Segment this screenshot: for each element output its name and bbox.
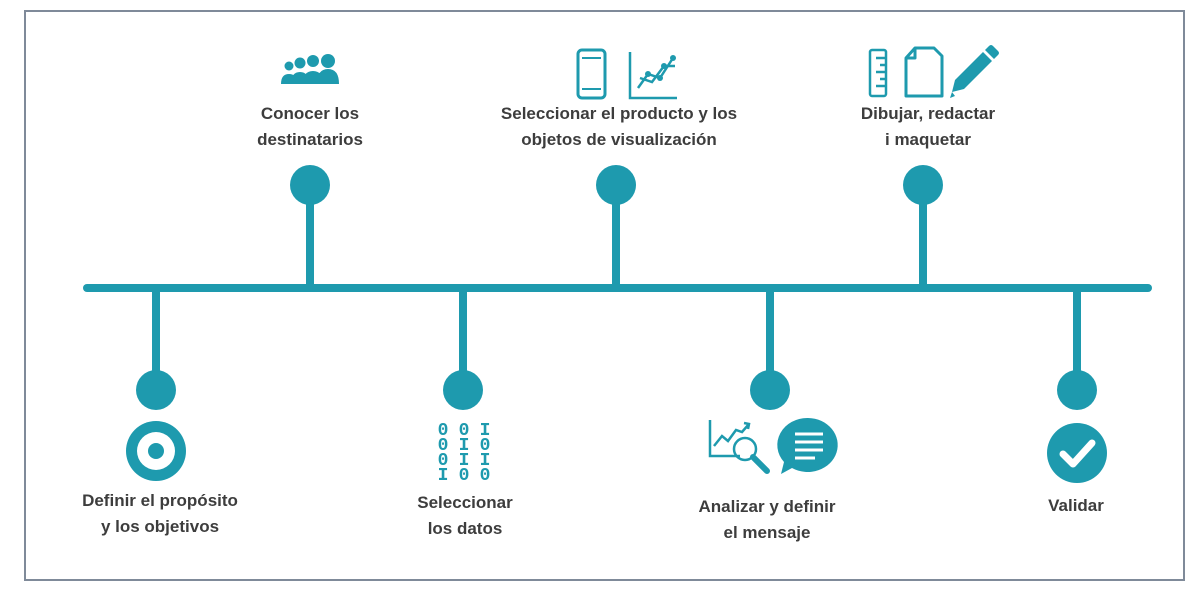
binary-digit: 0 [438,421,449,441]
binary-digit: I [480,451,491,471]
binary-digit: I [459,436,470,456]
binary-digit: I [459,451,470,471]
label-analizar-line1: Analizar y definir [698,497,836,516]
label-analizar: Analizar y definir el mensaje [627,494,907,546]
node-producto [596,165,636,205]
label-datos-line1: Seleccionar [417,493,513,512]
label-definir-line1: Definir el propósito [82,491,238,510]
label-producto-line1: Seleccionar el producto y los [500,104,738,123]
document-icon [904,46,944,98]
pencil-icon [950,45,999,98]
binary-digit: 0 [480,436,491,456]
label-producto: Seleccionar el producto y los objetos de… [459,101,779,153]
label-definir: Definir el propósito y los objetivos [20,488,300,540]
diagram-frame [24,10,1185,581]
node-definir [136,370,176,410]
node-analizar [750,370,790,410]
label-dibujar-line1: Dibujar, redactar [860,104,996,123]
ruler-icon [868,48,888,98]
label-conocer-line2: destinatarios [257,130,363,149]
line-chart-icon [628,52,677,100]
label-datos: Seleccionar los datos [325,490,605,542]
message-bubble-icon [777,417,838,474]
audience-icon [281,54,339,84]
mobile-icon [576,48,607,100]
target-icon [126,421,186,481]
analysis-chart-icon [708,420,770,474]
binary-digit: 0 [459,421,470,441]
label-conocer: Conocer los destinatarios [170,101,450,153]
binary-digit: 0 [480,466,491,486]
binary-digit: I [480,421,491,441]
label-dibujar-line2: i maquetar [885,130,971,149]
label-datos-line2: los datos [427,519,503,538]
binary-digit: I [438,466,449,486]
node-datos [443,370,483,410]
label-dibujar: Dibujar, redactar i maquetar [788,101,1068,153]
label-definir-line2: y los objetivos [100,517,220,536]
check-icon [1047,423,1107,483]
label-analizar-line2: el mensaje [723,523,811,542]
binary-digit: 0 [438,436,449,456]
label-validar: Validar [936,493,1200,519]
label-validar-line1: Validar [1048,496,1104,515]
binary-digit: 0 [438,451,449,471]
label-producto-line2: objetos de visualización [521,130,717,149]
label-conocer-line1: Conocer los [260,104,360,123]
node-validar [1057,370,1097,410]
node-conocer [290,165,330,205]
binary-digit: 0 [459,466,470,486]
node-dibujar [903,165,943,205]
